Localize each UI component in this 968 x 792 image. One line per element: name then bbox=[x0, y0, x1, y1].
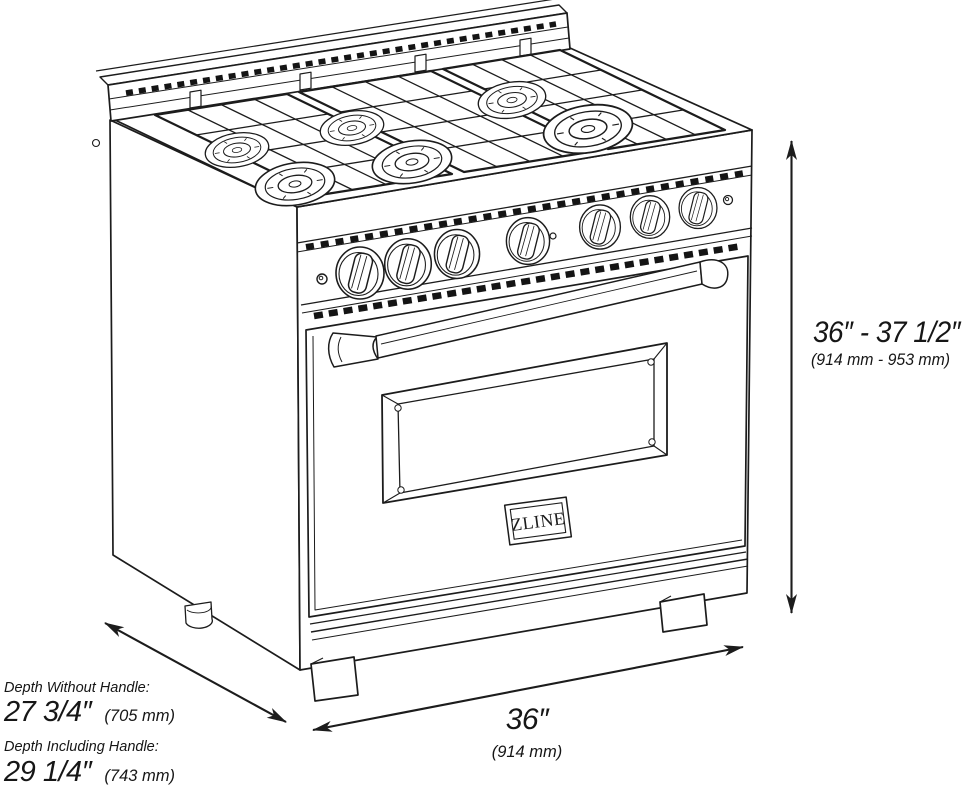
cooktop-back-posts bbox=[189, 37, 532, 109]
panel-screw-icon bbox=[316, 273, 328, 285]
leg-front-right bbox=[659, 593, 708, 633]
side-screw-icon bbox=[91, 138, 101, 148]
depth-without-handle-imperial: 27 3/4″ bbox=[4, 696, 92, 728]
control-knob bbox=[433, 228, 481, 280]
window-corner-rivets bbox=[394, 358, 656, 494]
width-dimension-metric: (914 mm) bbox=[491, 743, 563, 761]
igniter-light bbox=[549, 232, 557, 240]
control-knob bbox=[678, 186, 718, 230]
oven-handle bbox=[327, 259, 729, 368]
panel-screw-icon bbox=[722, 194, 734, 206]
control-knob bbox=[629, 194, 671, 240]
zline-badge: ZLINE bbox=[503, 496, 573, 546]
depth-dimension-arrow bbox=[104, 622, 287, 723]
depth-without-handle-label: Depth Without Handle: bbox=[4, 680, 150, 696]
oven-vent-strip bbox=[313, 242, 743, 320]
depth-including-handle-value: 29 1/4″ (743 mm) bbox=[4, 758, 175, 787]
depth-including-handle-label: Depth Including Handle: bbox=[4, 739, 159, 755]
door-window bbox=[381, 342, 668, 504]
width-dimension-imperial: 36″ bbox=[505, 703, 549, 736]
height-dimension-imperial: 36″ - 37 1/2″ bbox=[813, 316, 961, 349]
height-dimension-metric: (914 mm - 953 mm) bbox=[811, 351, 951, 369]
depth-without-handle-metric: (705 mm) bbox=[104, 707, 175, 725]
width-dimension-arrow bbox=[312, 645, 744, 732]
depth-without-handle-value: 27 3/4″ (705 mm) bbox=[4, 698, 175, 727]
control-knob bbox=[335, 246, 385, 300]
depth-including-handle-metric: (743 mm) bbox=[104, 767, 175, 785]
backsplash-rail bbox=[95, 0, 571, 122]
leg-rear-left bbox=[184, 601, 213, 629]
leg-front-left bbox=[310, 656, 359, 702]
control-knob bbox=[383, 237, 433, 291]
depth-including-handle-imperial: 29 1/4″ bbox=[4, 756, 92, 788]
control-knob bbox=[505, 216, 551, 266]
kick-panel bbox=[310, 558, 749, 641]
control-knob bbox=[578, 204, 622, 250]
